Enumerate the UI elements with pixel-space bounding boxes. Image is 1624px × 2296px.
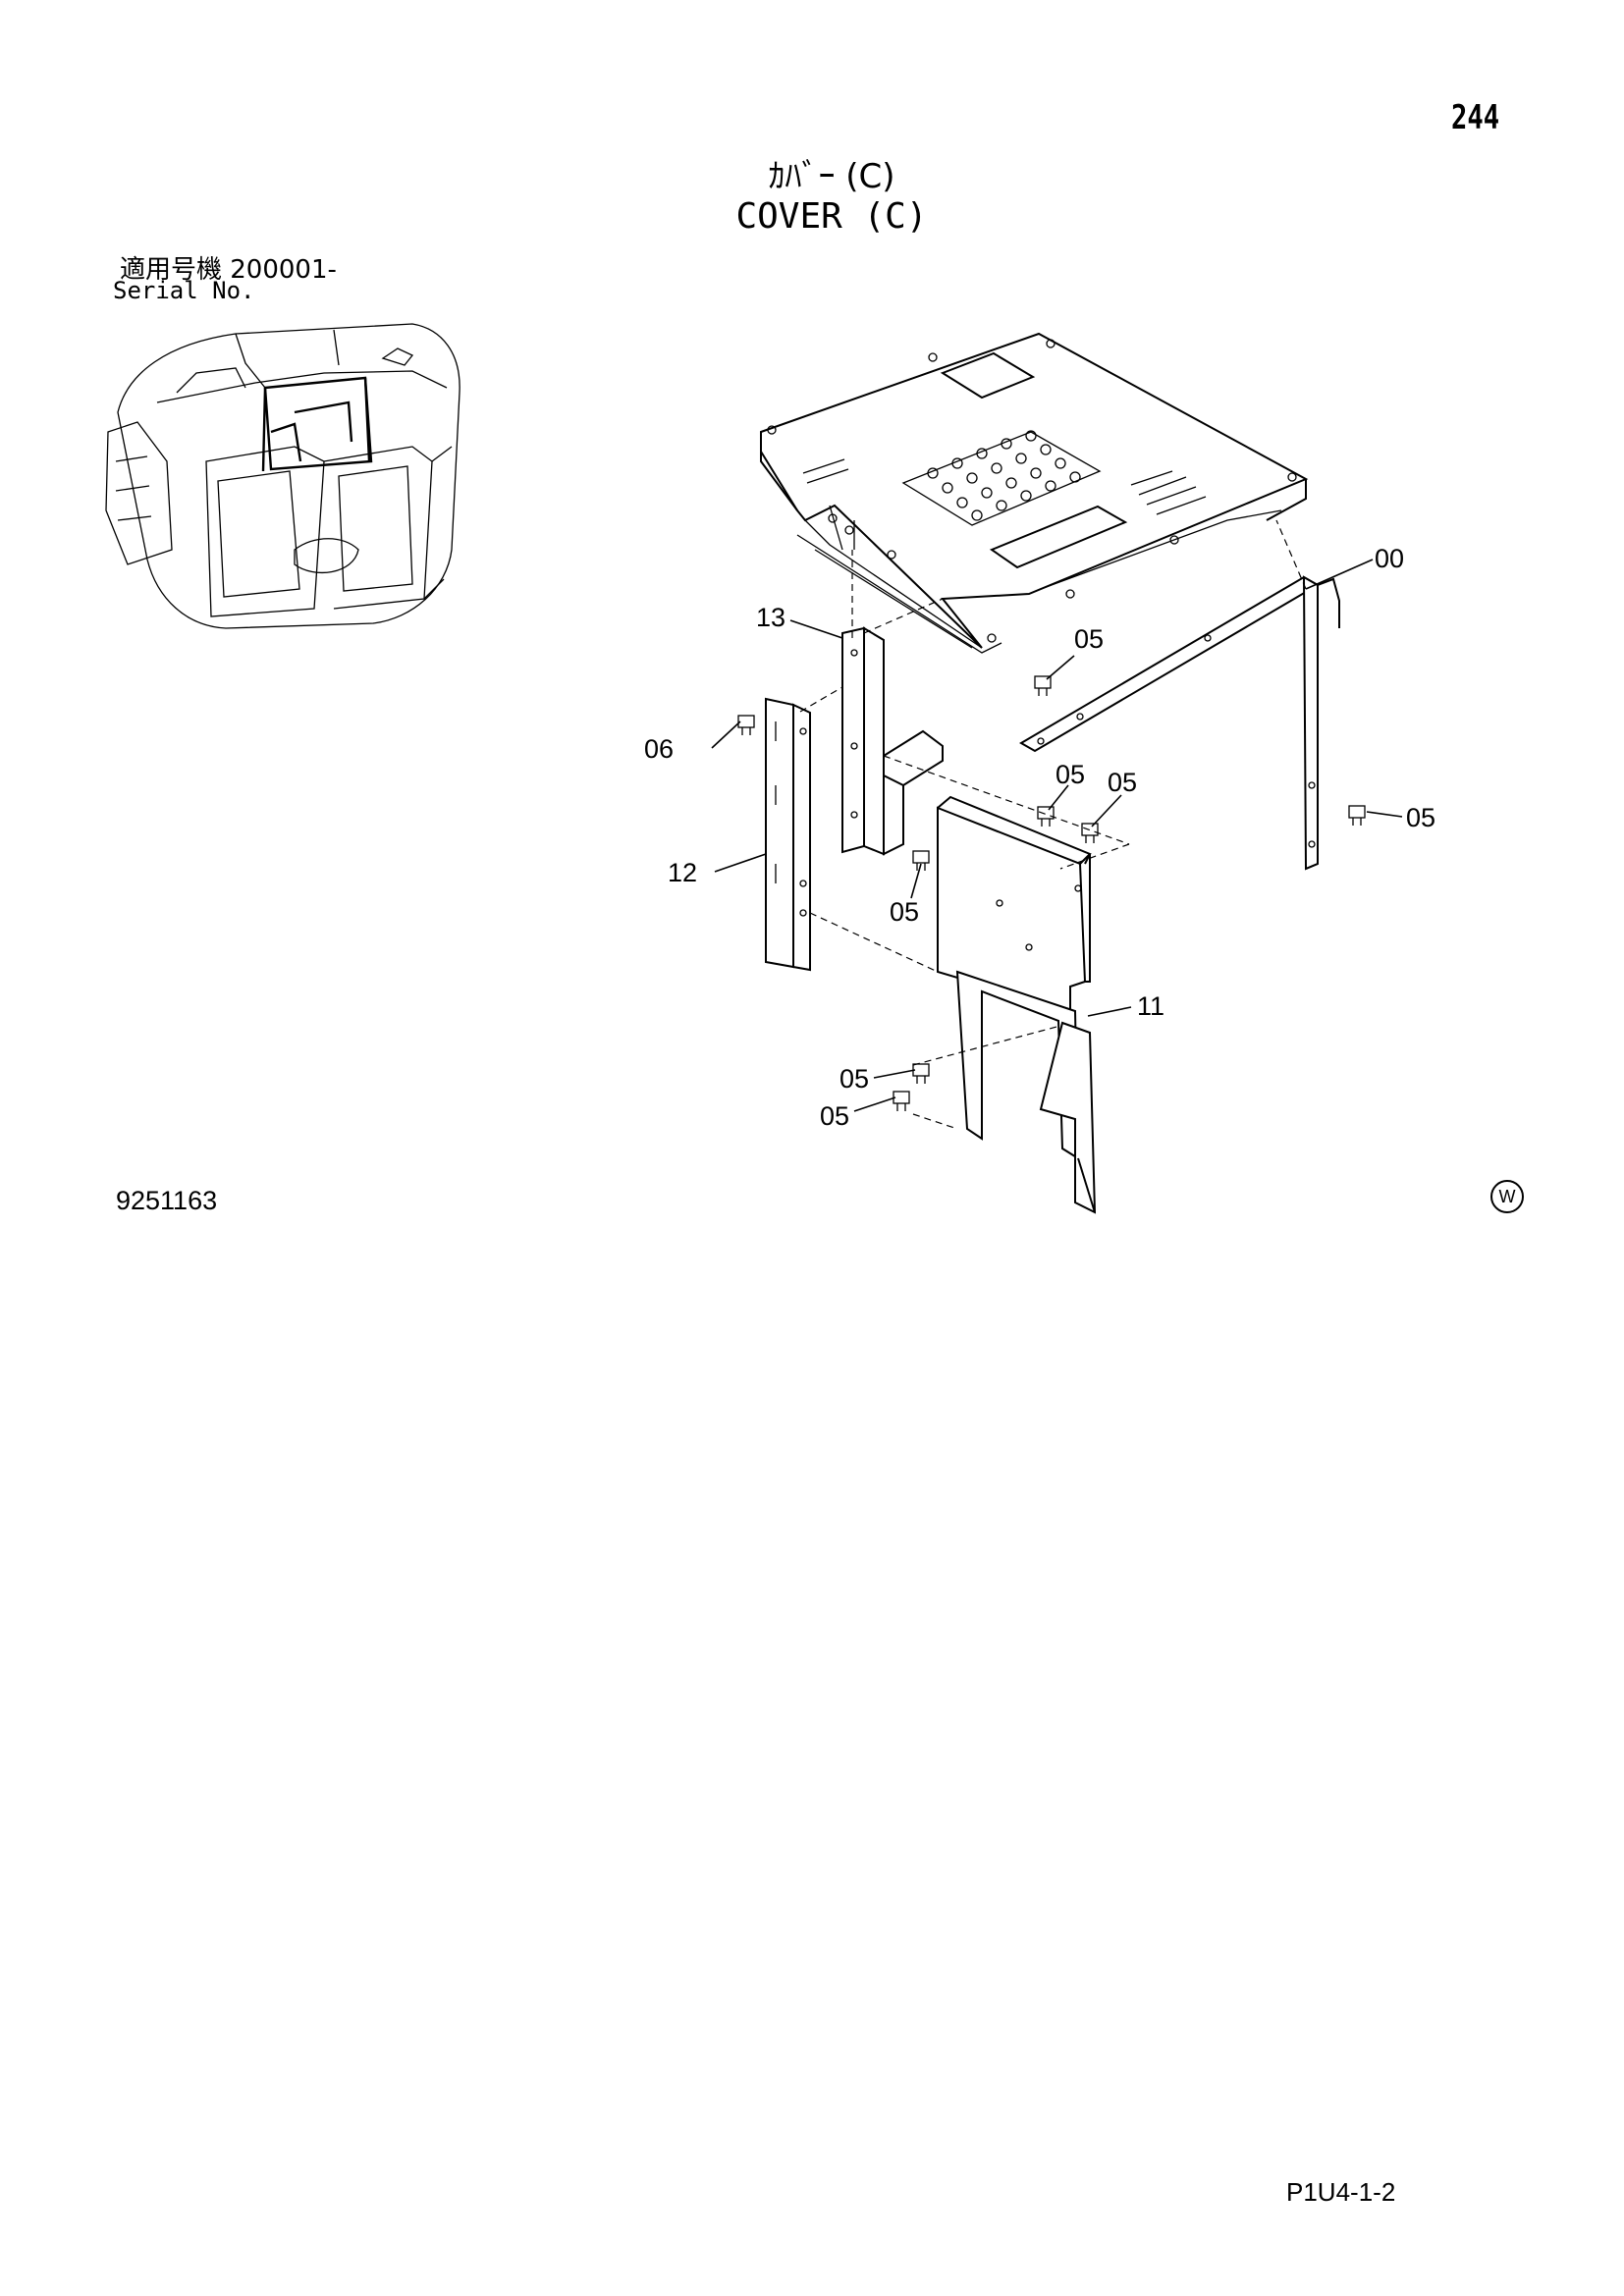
part-label-11: 11 (1137, 991, 1164, 1021)
serial-label-japanese: 適用号機 200001- (120, 255, 337, 285)
part-label-05: 05 (890, 897, 919, 927)
part-label-05: 05 (1406, 803, 1435, 832)
part-11-cover-panel (937, 795, 1097, 1214)
part-label-05: 05 (1056, 760, 1085, 789)
serial-label-english: Serial No. (113, 277, 255, 304)
part-label-05: 05 (820, 1101, 849, 1131)
title-english: COVER (C) (735, 196, 928, 237)
part-label-06: 06 (644, 734, 674, 764)
part-label-05: 05 (1108, 768, 1137, 797)
page-number: 244 (1451, 98, 1500, 137)
page-reference: P1U4-1-2 (1286, 2177, 1396, 2207)
part-00-bracket (1019, 575, 1340, 871)
part-13-bracket (841, 626, 944, 856)
part-12-channel (765, 697, 811, 972)
top-cover-plate (760, 332, 1309, 654)
bolts (737, 675, 1366, 1111)
w-circle-mark: W (1490, 1180, 1524, 1213)
document-number: 9251163 (116, 1186, 218, 1215)
part-label-05: 05 (839, 1064, 869, 1094)
part-label-00: 00 (1375, 544, 1404, 573)
part-label-12: 12 (668, 858, 697, 887)
part-label-05: 05 (1074, 624, 1104, 654)
part-label-13: 13 (756, 603, 785, 632)
title-japanese: ｶﾊﾞｰ (C) (768, 157, 895, 196)
